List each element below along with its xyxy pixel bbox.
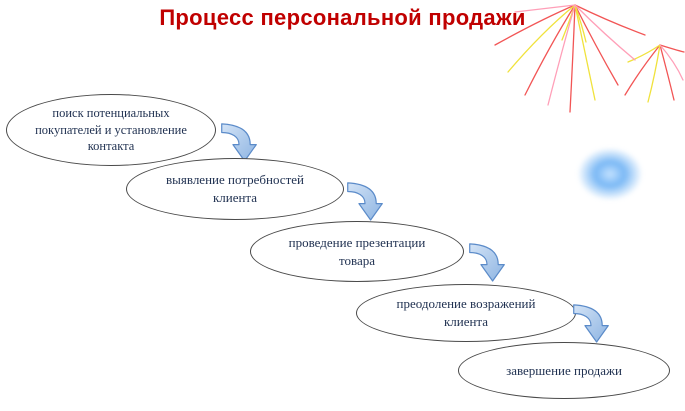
slide-title: Процесс персональной продажи <box>159 5 526 30</box>
step-label: проведение презентации товара <box>288 234 426 268</box>
step-ellipse-prospecting: поиск потенциальных покупателей и устано… <box>6 94 216 166</box>
arrow-down-icon <box>572 302 610 344</box>
step-ellipse-objections: преодоление возражений клиента <box>356 284 576 342</box>
arrow-down-icon <box>220 121 258 163</box>
step-label: поиск потенциальных покупателей и устано… <box>35 105 187 154</box>
step-ellipse-presentation: проведение презентации товара <box>250 221 464 282</box>
step-label: завершение продажи <box>506 362 622 378</box>
step-label: преодоление возражений клиента <box>396 296 536 329</box>
fireworks-icon <box>494 4 685 113</box>
step-ellipse-needs: выявление потребностей клиента <box>126 158 344 220</box>
arrow-down-icon <box>468 241 506 283</box>
step-ellipse-closing: завершение продажи <box>458 342 670 399</box>
step-label: выявление потребностей клиента <box>166 172 304 205</box>
arrow-down-icon <box>346 180 384 222</box>
blue-glow <box>578 148 642 200</box>
